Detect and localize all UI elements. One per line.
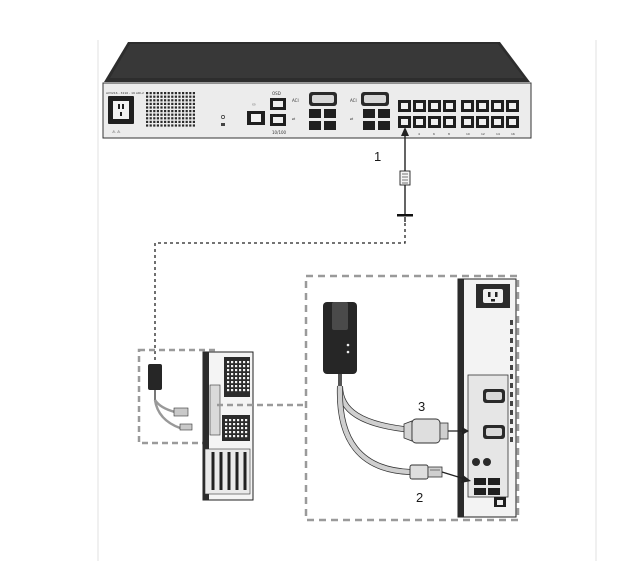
callout-2: 2: [416, 490, 423, 505]
port-number-label: 14: [496, 132, 500, 136]
usb-ports-b: ⇌: [350, 109, 390, 130]
vga-port-b: [361, 92, 389, 106]
kvm-dongle: [323, 302, 357, 386]
vent-grid: [146, 92, 195, 127]
network-port: ⚇: [247, 102, 265, 125]
port-number-label: 4: [418, 132, 420, 136]
target-vga-port: [483, 425, 505, 439]
dongle-cables: [336, 385, 413, 475]
svg-text:⚇: ⚇: [252, 102, 256, 107]
osd-label: OSD: [272, 91, 281, 96]
target-port-bank-2: [461, 100, 519, 128]
aci-label-b: ACI: [350, 98, 357, 103]
vga-port-a: [309, 92, 337, 106]
target-usb-ports: [474, 478, 500, 495]
switch-model-text: AV3216 - 3216 - 16 ARI-2: [106, 91, 144, 95]
callout-3: 3: [418, 399, 425, 414]
port-number-label: 12: [481, 132, 485, 136]
small-tower-computer: [202, 351, 254, 501]
usb-ports-a: ⇌: [292, 109, 336, 130]
cat5-cable: [397, 127, 413, 222]
power-inlet: ⚠ ⚠: [108, 96, 134, 134]
cable-continuation-dashed: [154, 223, 406, 362]
port-number-label: 6: [433, 132, 435, 136]
target-computer-rear: [457, 278, 517, 518]
port-number-label: 10: [466, 132, 470, 136]
aci-label-a: ACI: [292, 98, 299, 103]
usb-connector: [409, 464, 471, 483]
kvm-switch: AV3216 - 3216 - 16 ARI-2 ⚠ ⚠ ⚇ OSD 10/10…: [102, 42, 532, 139]
svg-text:⇌: ⇌: [292, 116, 296, 121]
svg-text:⇌: ⇌: [350, 116, 354, 121]
port-number-label: 8: [448, 132, 450, 136]
callout-1: 1: [374, 149, 381, 164]
status-led: [221, 115, 225, 119]
small-dongle: [148, 364, 193, 431]
vga-connector: [403, 418, 469, 444]
target-port-bank-1: [398, 100, 456, 128]
port-number-label: 16: [511, 132, 515, 136]
svg-text:⚠ ⚠: ⚠ ⚠: [112, 129, 121, 134]
serial-label: 10/100: [272, 130, 287, 135]
